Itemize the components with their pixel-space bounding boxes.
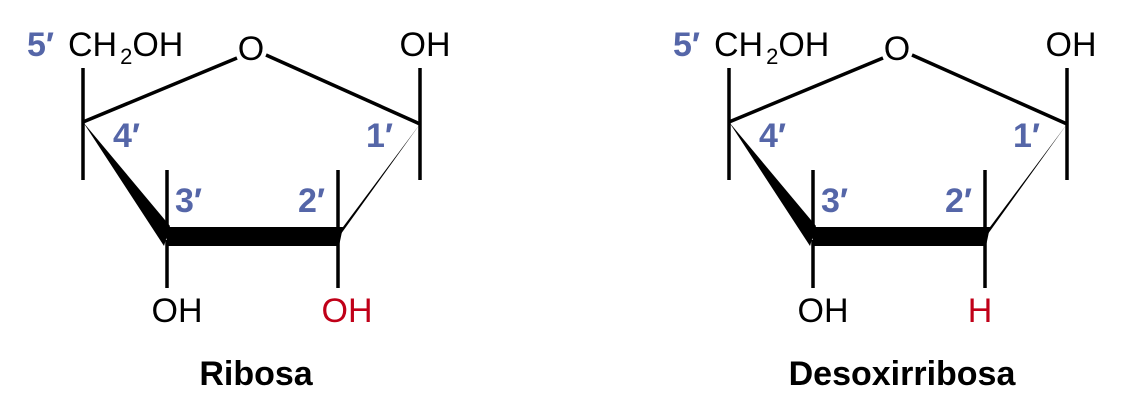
molecule-name: Ribosa	[199, 355, 313, 393]
c3-group: OH	[798, 292, 849, 330]
c5-number: 5′	[673, 26, 700, 64]
molecule-name: Desoxirribosa	[789, 355, 1017, 393]
wedge-c4-c3	[83, 122, 170, 246]
c3-number: 3′	[175, 182, 202, 220]
c2-number: 2′	[945, 182, 972, 220]
c5-group-sub: 2	[120, 44, 132, 69]
c5-group-main: CH	[714, 26, 763, 64]
bold-bond-c3-c2	[164, 227, 343, 246]
c5-group-tail: OH	[778, 26, 829, 64]
wedge-c1-c2	[980, 124, 1067, 245]
c1-number: 1′	[1013, 117, 1040, 155]
c3-number: 3′	[821, 182, 848, 220]
c3-group: OH	[152, 292, 203, 330]
bond-o-c1	[911, 53, 1068, 126]
ring-oxygen: O	[238, 30, 264, 68]
c5-number: 5′	[27, 26, 54, 64]
c1-group: OH	[1046, 26, 1097, 64]
bond-o-c1	[265, 53, 421, 126]
bond-c4-o	[82, 56, 238, 124]
c5-group-sub: 2	[766, 44, 778, 69]
c1-number: 1′	[366, 117, 393, 155]
ring-oxygen: O	[884, 30, 910, 68]
c5-group-tail: OH	[132, 26, 183, 64]
wedge-c4-c3	[729, 122, 816, 246]
c2-group: OH	[322, 292, 373, 330]
wedge-c1-c2	[333, 124, 420, 245]
c2-number: 2′	[298, 182, 325, 220]
c4-number: 4′	[759, 117, 786, 155]
c2-group: H	[968, 292, 993, 330]
c4-number: 4′	[113, 117, 140, 155]
bold-bond-c3-c2	[810, 227, 990, 246]
c5-group-main: CH	[68, 26, 117, 64]
bond-c4-o	[728, 56, 884, 124]
c1-group: OH	[400, 26, 451, 64]
